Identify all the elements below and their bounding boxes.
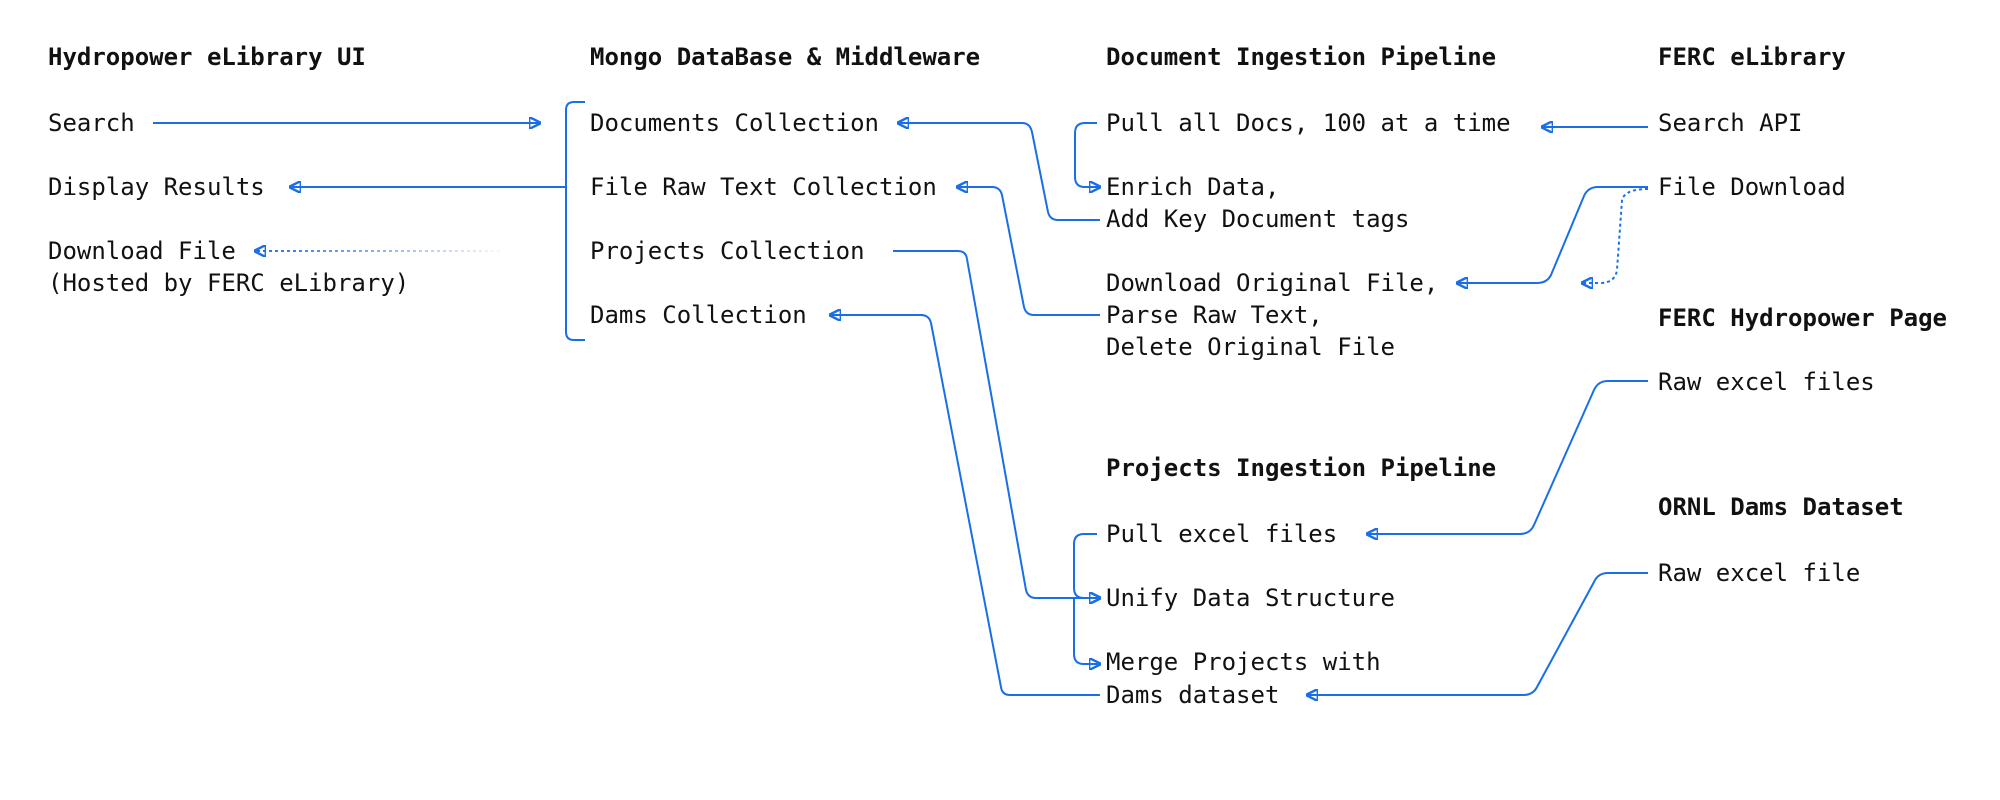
node-unify-data: Unify Data Structure — [1106, 584, 1395, 612]
arrow-enrich-to-documents — [898, 123, 1100, 221]
node-display-results: Display Results — [48, 173, 265, 201]
heading-document-pipeline: Document Ingestion Pipeline — [1106, 43, 1497, 71]
node-download-line-2: Parse Raw Text, — [1106, 301, 1323, 329]
node-merge-line-1: Merge Projects with — [1106, 648, 1381, 676]
node-pull-excel-files: Pull excel files — [1106, 520, 1338, 548]
arrow-raw-excel-files-to-pull-excel — [1367, 380, 1648, 534]
node-enrich-line-2: Add Key Document tags — [1106, 205, 1410, 233]
arrow-projects-collection-to-unify — [893, 250, 1100, 598]
node-raw-excel-files: Raw excel files — [1658, 368, 1875, 396]
heading-ferc-hydropower: FERC Hydropower Page — [1658, 304, 1947, 332]
arrow-pull-docs-to-enrich — [1074, 122, 1100, 187]
db-bracket — [565, 101, 585, 341]
arrow-file-download-to-download-original — [1457, 186, 1648, 283]
node-dams-collection: Dams Collection — [590, 301, 807, 329]
node-pull-docs: Pull all Docs, 100 at a time — [1106, 109, 1511, 137]
heading-elibrary-ui: Hydropower eLibrary UI — [48, 43, 366, 71]
node-documents-collection: Documents Collection — [590, 109, 879, 137]
heading-ferc-elibrary: FERC eLibrary — [1658, 43, 1846, 71]
heading-projects-pipeline: Projects Ingestion Pipeline — [1106, 454, 1497, 482]
arrow-raw-excel-file-to-dams-dataset — [1307, 572, 1648, 695]
node-merge-line-2: Dams dataset — [1106, 681, 1280, 709]
node-projects-collection: Projects Collection — [590, 237, 865, 265]
node-search-api: Search API — [1658, 109, 1803, 137]
heading-ornl-dams: ORNL Dams Dataset — [1658, 493, 1904, 521]
arrow-file-download-dotted — [1582, 188, 1649, 283]
arrow-unify-to-merge — [1073, 598, 1100, 664]
node-raw-text-collection: File Raw Text Collection — [590, 173, 937, 201]
node-download-line-1: Download Original File, — [1106, 269, 1439, 297]
node-raw-excel-file: Raw excel file — [1658, 559, 1861, 587]
node-hosted-note: (Hosted by FERC eLibrary) — [48, 269, 410, 297]
node-download-file: Download File — [48, 237, 236, 265]
node-download-line-3: Delete Original File — [1106, 333, 1395, 361]
heading-mongo-db: Mongo DataBase & Middleware — [590, 43, 981, 71]
node-search: Search — [48, 109, 135, 137]
node-enrich-line-1: Enrich Data, — [1106, 173, 1280, 201]
arrow-parse-to-raw-text — [957, 187, 1100, 316]
arrow-dams-dataset-to-dams-collection — [830, 315, 1100, 696]
node-file-download: File Download — [1658, 173, 1846, 201]
arrow-pull-excel-to-unify — [1073, 533, 1100, 598]
